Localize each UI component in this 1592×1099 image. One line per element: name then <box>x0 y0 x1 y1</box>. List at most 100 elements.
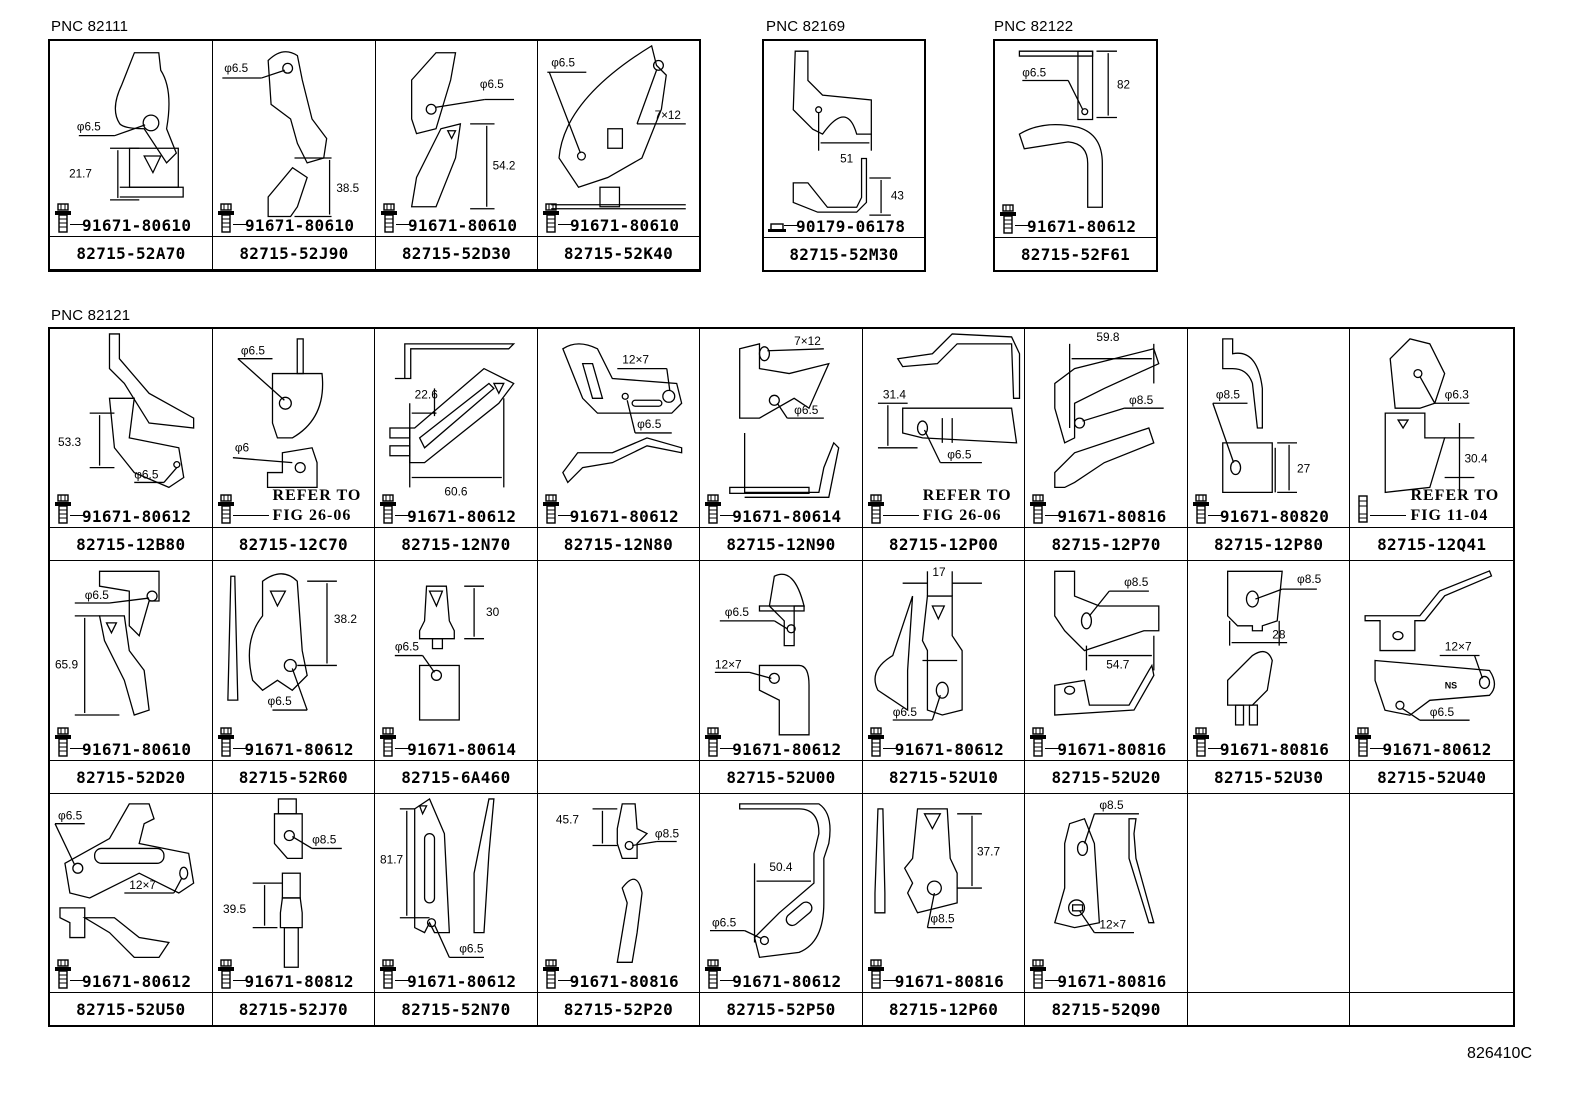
part-cell[interactable]: 17 φ6.5 91671-80612 82715-52U10 <box>862 561 1026 794</box>
part-cell[interactable]: NS 12×7 φ6.5 91671-80612 82715-52U40 <box>1350 561 1513 794</box>
bolt-part-number[interactable]: 91671-80612 <box>732 972 842 991</box>
part-cell[interactable]: 37.7 φ8.5 91671-80816 82715-12P60 <box>862 794 1026 1025</box>
part-number[interactable]: 82715-52Q90 <box>1025 992 1187 1025</box>
part-number[interactable]: 82715-52A70 <box>50 236 212 269</box>
part-number[interactable]: 82715-52P20 <box>537 992 700 1025</box>
bolt-part-number[interactable]: 91671-80816 <box>894 972 1005 991</box>
bolt-part-number[interactable]: 91671-80610 <box>82 740 192 759</box>
pnc-label-82111: PNC 82111 <box>51 18 129 35</box>
part-number[interactable]: 82715-12P00 <box>862 527 1025 560</box>
bolt-part-number[interactable]: 91671-80612 <box>894 740 1005 759</box>
dim-label: φ6.5 <box>480 78 504 91</box>
part-cell[interactable]: φ8.5 39.5 91671-80812 82715-52J70 <box>212 794 376 1025</box>
part-cell[interactable]: φ6.5 54.2 91671-80610 82715-52D30 <box>376 41 538 270</box>
part-cell[interactable]: φ6.5 21.7 91671-80610 82715-52A70 <box>50 41 213 270</box>
bolt-part-number[interactable]: 91671-80612 <box>1382 740 1492 759</box>
part-cell[interactable]: 50.4 φ6.5 91671-80612 82715-52P50 <box>700 794 863 1025</box>
dim-label: φ8.5 <box>1216 387 1241 401</box>
part-number[interactable]: 82715-52F61 <box>995 237 1156 270</box>
part-number[interactable]: 82715-12N80 <box>537 527 700 560</box>
part-number[interactable]: 82715-52P50 <box>700 992 862 1025</box>
part-number[interactable]: 82715-52U00 <box>700 760 862 793</box>
part-cell[interactable]: φ6.5 82 91671-80612 82715-52F61 <box>995 41 1156 270</box>
part-number[interactable]: 82715-6A460 <box>375 760 537 793</box>
part-number[interactable]: 82715-12P70 <box>1025 527 1187 560</box>
part-number[interactable]: 82715-12N90 <box>700 527 862 560</box>
part-cell[interactable]: 12×7 φ6.5 91671-80612 82715-12N80 <box>537 329 701 561</box>
dim-label: 12×7 <box>715 657 742 671</box>
part-number[interactable]: 82715-52D30 <box>376 236 537 269</box>
bolt-part-number[interactable]: 91671-80612 <box>569 507 679 526</box>
part-cell[interactable]: 7×12 φ6.5 91671-80614 82715-12N90 <box>700 329 863 561</box>
part-cell[interactable]: 81.7 φ6.5 91671-80612 82715-52N70 <box>375 794 538 1025</box>
part-number[interactable]: 82715-52M30 <box>764 237 924 270</box>
part-cell[interactable]: φ6.5 65.9 91671-80610 82715-52D20 <box>50 561 213 794</box>
part-cell[interactable]: 51 43 90179-06178 82715-52M30 <box>764 41 924 270</box>
bolt-icon <box>217 203 235 233</box>
bolt-part-number[interactable]: 91671-80816 <box>1057 972 1167 991</box>
bolt-part-number[interactable]: 91671-80812 <box>244 972 354 991</box>
bolt-part-number[interactable]: 91671-80612 <box>1027 217 1137 236</box>
part-cell[interactable]: 38.2 φ6.5 91671-80612 82715-52R60 <box>212 561 376 794</box>
bolt-part-number[interactable]: 91671-80612 <box>82 972 192 991</box>
bolt-part-number[interactable]: 91671-80610 <box>408 216 518 235</box>
part-number[interactable]: 82715-52J70 <box>212 992 375 1025</box>
bolt-part-number[interactable]: 91671-80816 <box>1219 740 1330 759</box>
bolt-part-number[interactable]: 91671-80612 <box>407 507 517 526</box>
bolt-part-number[interactable]: 91671-80612 <box>407 972 517 991</box>
part-number[interactable]: 82715-52D20 <box>50 760 212 793</box>
dim-label: 39.5 <box>223 902 247 916</box>
bolt-part-number[interactable]: 91671-80820 <box>1219 507 1330 526</box>
part-number[interactable]: 82715-12P60 <box>862 992 1025 1025</box>
part-number[interactable]: 82715-52U50 <box>50 992 212 1025</box>
part-cell[interactable]: φ6.5 38.5 91671-80610 82715-52J90 <box>213 41 376 270</box>
part-cell[interactable]: φ8.5 12×7 91671-80816 82715-52Q90 <box>1025 794 1188 1025</box>
bolt-part-number[interactable]: 91671-80610 <box>245 216 355 235</box>
part-cell[interactable]: φ6.5 7×12 91671-80610 82715-52K40 <box>538 41 699 270</box>
bolt-part-number[interactable]: 91671-80612 <box>82 507 192 526</box>
part-number[interactable]: 82715-52K40 <box>538 236 699 269</box>
part-cell[interactable]: φ8.5 28 91671-80816 82715-52U30 <box>1187 561 1351 794</box>
part-cell[interactable]: 22.6 60.6 91671-80612 82715-12N70 <box>375 329 538 561</box>
part-number[interactable]: 82715-52U10 <box>862 760 1025 793</box>
part-number[interactable]: 82715-12B80 <box>50 527 212 560</box>
part-cell[interactable]: 59.8 φ8.5 91671-80816 82715-12P70 <box>1025 329 1188 561</box>
part-cell[interactable]: φ6.5 12×7 91671-80612 82715-52U00 <box>700 561 863 794</box>
bolt-part-number[interactable]: 91671-80610 <box>82 216 192 235</box>
bolt-part-number[interactable]: 91671-80612 <box>732 740 842 759</box>
part-cell[interactable]: 30 φ6.5 91671-80614 82715-6A460 <box>375 561 538 794</box>
part-number[interactable]: 82715-12N70 <box>375 527 537 560</box>
part-cell[interactable]: 53.3 φ6.5 91671-80612 82715-12B80 <box>50 329 213 561</box>
part-cell[interactable]: φ8.5 27 91671-80820 82715-12P80 <box>1187 329 1351 561</box>
bolt-part-number[interactable]: 91671-80614 <box>732 507 842 526</box>
part-number[interactable]: 82715-52U30 <box>1187 760 1350 793</box>
bolt-part-number[interactable]: 91671-80816 <box>569 972 679 991</box>
part-number[interactable]: 82715-12C70 <box>212 527 375 560</box>
part-cell[interactable]: 45.7 φ8.5 91671-80816 82715-52P20 <box>537 794 701 1025</box>
part-number[interactable]: 82715-12P80 <box>1187 527 1350 560</box>
bracket-drawing: φ6.5 7×12 <box>538 41 699 236</box>
bolt-part-number[interactable]: 91671-80614 <box>407 740 517 759</box>
part-number[interactable]: 82715-52J90 <box>213 236 375 269</box>
part-number[interactable]: 82715-52R60 <box>212 760 375 793</box>
bolt-part-number[interactable]: 91671-80816 <box>1057 740 1167 759</box>
part-number[interactable]: 82715-52U20 <box>1025 760 1187 793</box>
part-number[interactable]: 82715-12Q41 <box>1350 527 1513 560</box>
part-cell[interactable]: φ6.5 12×7 91671-80612 82715-52U50 <box>50 794 213 1025</box>
bracket-drawing: 45.7 φ8.5 <box>538 794 700 992</box>
bolt-part-number[interactable]: 91671-80816 <box>1057 507 1167 526</box>
dim-label: 12×7 <box>622 353 649 367</box>
dim-label: φ6.5 <box>1022 67 1046 80</box>
part-cell[interactable]: φ8.5 54.7 91671-80816 82715-52U20 <box>1025 561 1188 794</box>
nut-part-number[interactable]: 90179-06178 <box>796 217 906 236</box>
bolt-part-number[interactable]: 91671-80612 <box>244 740 354 759</box>
part-number[interactable]: 82715-52U40 <box>1350 760 1513 793</box>
bolt-part-number[interactable]: 91671-80610 <box>570 216 680 235</box>
part-number[interactable]: 82715-52N70 <box>375 992 537 1025</box>
